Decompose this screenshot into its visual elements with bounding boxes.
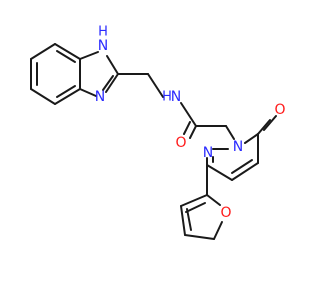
atom-nh-imidazole: N bbox=[98, 38, 108, 54]
bond bbox=[263, 115, 277, 131]
bond bbox=[206, 164, 233, 181]
bond bbox=[186, 208, 192, 231]
atom-nh-amide: N bbox=[171, 89, 181, 105]
bond bbox=[56, 50, 76, 63]
bond bbox=[231, 162, 259, 181]
bond bbox=[30, 43, 56, 60]
bond bbox=[257, 119, 271, 135]
bond bbox=[102, 75, 114, 91]
atom-o-pyridazinone: O bbox=[274, 102, 285, 118]
bond bbox=[231, 159, 253, 174]
bond bbox=[189, 125, 197, 139]
bond bbox=[106, 55, 119, 75]
bond bbox=[185, 202, 206, 213]
atom-n-pyridazinone-1: N bbox=[233, 139, 243, 155]
molecule-structure: N H N N H O N N O O bbox=[30, 25, 286, 240]
atom-n-imidazole: N bbox=[95, 89, 105, 105]
bond bbox=[180, 102, 197, 127]
bond bbox=[213, 221, 223, 240]
bonds bbox=[30, 43, 277, 240]
bond bbox=[79, 88, 97, 97]
atom-o-amide: O bbox=[175, 135, 186, 151]
bond bbox=[206, 194, 221, 206]
bond bbox=[56, 85, 76, 98]
bond bbox=[79, 51, 99, 60]
bond bbox=[54, 43, 81, 60]
atom-labels: N H N N H O N N O O bbox=[95, 25, 286, 222]
bond bbox=[105, 73, 119, 93]
atom-n-pyridazinone-2: N bbox=[203, 145, 213, 161]
atom-nh-imidazole-h: H bbox=[98, 25, 108, 40]
bond bbox=[225, 125, 235, 140]
bond bbox=[30, 88, 56, 105]
bond bbox=[184, 234, 215, 240]
bond bbox=[180, 205, 186, 236]
bond bbox=[180, 194, 208, 207]
bond bbox=[147, 73, 164, 98]
atom-nh-amide-h: H bbox=[162, 90, 172, 105]
bond bbox=[54, 88, 81, 105]
atom-o-furan: O bbox=[220, 205, 231, 221]
bond bbox=[183, 121, 191, 135]
bond bbox=[244, 133, 259, 144]
